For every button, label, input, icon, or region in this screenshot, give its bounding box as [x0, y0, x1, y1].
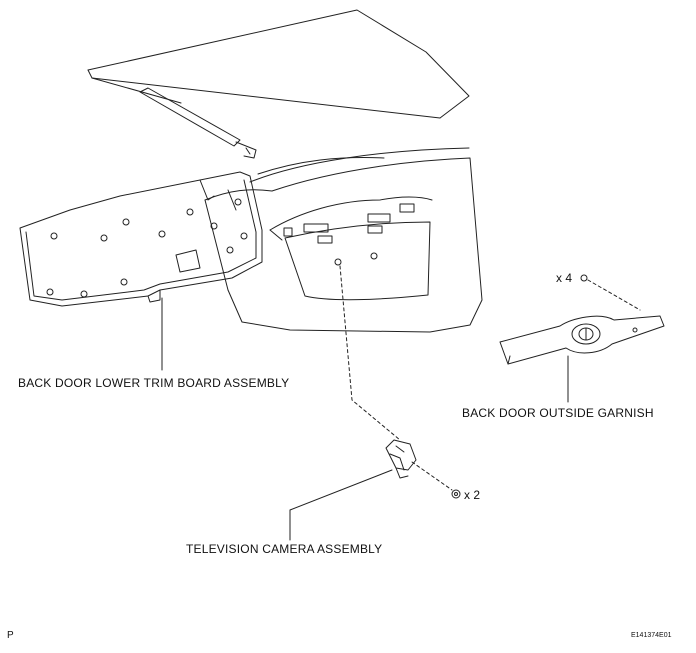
camera-leader: [289, 469, 393, 541]
garnish-clip-quantity: x 4: [556, 271, 573, 285]
lower-trim-board: [19, 171, 263, 307]
assembly-guide-lines: [339, 265, 641, 491]
camera-screw: [451, 489, 461, 499]
page-code: P: [7, 630, 14, 641]
back-door-panel: [87, 9, 483, 333]
lower-trim-label: BACK DOOR LOWER TRIM BOARD ASSEMBLY: [18, 376, 290, 390]
camera-screw-quantity: x 2: [464, 488, 481, 502]
television-camera-part: [385, 439, 417, 479]
rear-wiper: [139, 87, 257, 159]
outside-garnish-label: BACK DOOR OUTSIDE GARNISH: [462, 406, 654, 420]
garnish-clip: [580, 274, 588, 282]
outside-garnish-part: [499, 315, 665, 365]
camera-label: TELEVISION CAMERA ASSEMBLY: [186, 542, 383, 556]
figure-id: E141374E01: [631, 632, 672, 639]
